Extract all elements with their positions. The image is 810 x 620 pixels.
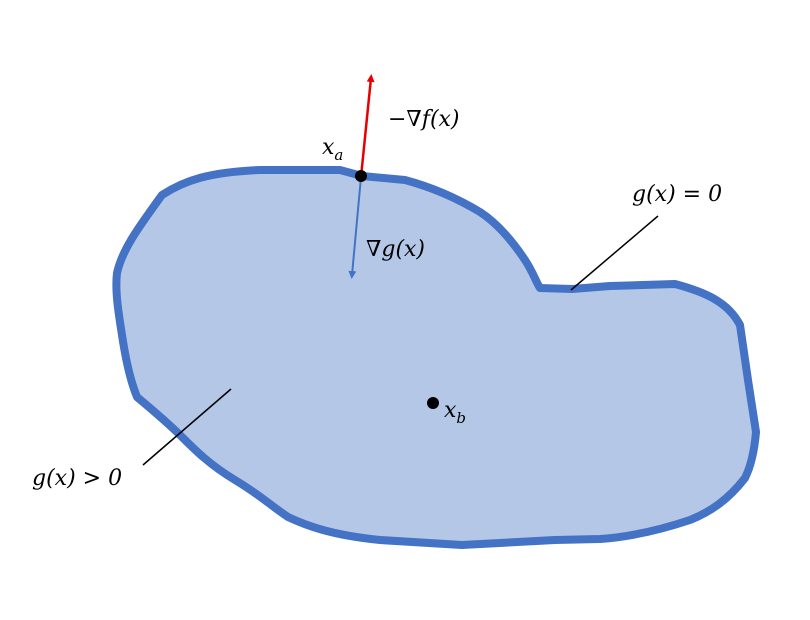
label-x-a: xa bbox=[322, 135, 343, 164]
point-x-a bbox=[355, 170, 367, 182]
interior-leader-line bbox=[142, 388, 232, 466]
label-x-b: xb bbox=[444, 398, 466, 427]
neg-grad-f-arrow bbox=[359, 74, 375, 178]
grad-g-arrow bbox=[348, 176, 362, 279]
point-x-b bbox=[427, 397, 439, 409]
label-boundary-equation: g(x) = 0 bbox=[632, 182, 722, 207]
label-grad-g: ∇g(x) bbox=[366, 237, 425, 262]
boundary-leader-line bbox=[570, 215, 659, 291]
label-neg-grad-f: −∇f(x) bbox=[388, 107, 460, 132]
feasible-region bbox=[112, 166, 760, 549]
label-interior-inequality: g(x) > 0 bbox=[32, 466, 122, 491]
